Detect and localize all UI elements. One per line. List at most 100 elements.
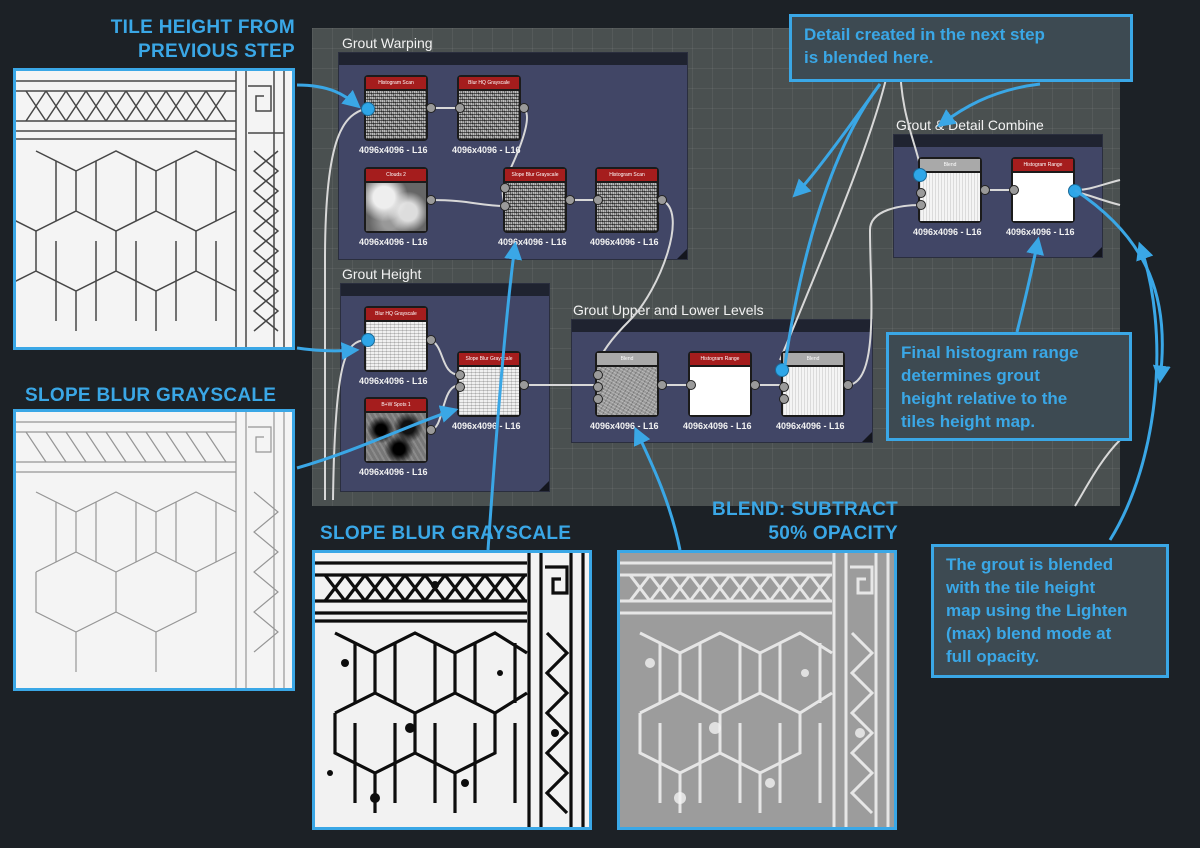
node-histogram-scan-2[interactable]: Histogram Scan bbox=[595, 167, 659, 233]
callout-grout-blended: The grout is blended with the tile heigh… bbox=[931, 544, 1169, 678]
node-thumbnail bbox=[690, 367, 750, 415]
node-output-port[interactable] bbox=[426, 195, 436, 205]
node-input-port-highlighted[interactable] bbox=[913, 168, 927, 182]
node-resolution-label: 4096x4096 - L16 bbox=[776, 421, 845, 431]
node-input-port[interactable] bbox=[593, 195, 603, 205]
node-thumbnail bbox=[920, 173, 980, 221]
node-blend-2[interactable]: Blend bbox=[781, 351, 845, 417]
node-blurhq-2[interactable]: Blur HQ Grayscale bbox=[364, 306, 428, 372]
node-resolution-label: 4096x4096 - L16 bbox=[452, 145, 521, 155]
node-output-port[interactable] bbox=[657, 380, 667, 390]
node-blend-3[interactable]: Blend bbox=[918, 157, 982, 223]
callout-line: The grout is blended bbox=[946, 555, 1114, 574]
node-title: Histogram Range bbox=[690, 353, 750, 365]
slope-blur-hard-map-preview bbox=[312, 550, 592, 830]
node-input-port[interactable] bbox=[916, 188, 926, 198]
node-title: Blend bbox=[783, 353, 843, 365]
node-title: Slope Blur Grayscale bbox=[459, 353, 519, 365]
node-histogram-range-1[interactable]: Histogram Range bbox=[688, 351, 752, 417]
frame-title-grout-warping: Grout Warping bbox=[342, 35, 433, 51]
celtic-knot-pattern bbox=[16, 412, 285, 688]
node-thumbnail bbox=[597, 367, 657, 415]
node-input-port-highlighted[interactable] bbox=[775, 363, 789, 377]
node-title: Blend bbox=[597, 353, 657, 365]
node-input-port[interactable] bbox=[455, 370, 465, 380]
node-output-port[interactable] bbox=[426, 335, 436, 345]
callout-slope-blur-bottom: SLOPE BLUR GRAYSCALE bbox=[320, 523, 572, 544]
node-output-port[interactable] bbox=[565, 195, 575, 205]
node-title: Slope Blur Grayscale bbox=[505, 169, 565, 181]
node-output-port[interactable] bbox=[426, 103, 436, 113]
node-input-port-highlighted[interactable] bbox=[361, 333, 375, 347]
node-title: Histogram Scan bbox=[366, 77, 426, 89]
node-input-port[interactable] bbox=[593, 370, 603, 380]
node-blend-1[interactable]: Blend bbox=[595, 351, 659, 417]
node-input-port[interactable] bbox=[779, 394, 789, 404]
celtic-knot-pattern bbox=[315, 553, 585, 827]
node-thumbnail bbox=[366, 91, 426, 139]
node-resolution-label: 4096x4096 - L16 bbox=[359, 237, 428, 247]
node-thumbnail bbox=[505, 183, 565, 231]
callout-line: determines grout bbox=[901, 366, 1040, 385]
node-output-port[interactable] bbox=[519, 380, 529, 390]
node-resolution-label: 4096x4096 - L16 bbox=[359, 467, 428, 477]
node-input-port[interactable] bbox=[455, 103, 465, 113]
callout-line: with the tile height bbox=[946, 578, 1096, 597]
node-thumbnail bbox=[366, 322, 426, 370]
frame-resize-handle[interactable] bbox=[862, 432, 872, 442]
frame-resize-handle[interactable] bbox=[677, 249, 687, 259]
node-title: Blur HQ Grayscale bbox=[459, 77, 519, 89]
node-output-port[interactable] bbox=[426, 425, 436, 435]
node-title: Histogram Scan bbox=[597, 169, 657, 181]
node-input-port[interactable] bbox=[686, 380, 696, 390]
node-resolution-label: 4096x4096 - L16 bbox=[359, 145, 428, 155]
node-input-port[interactable] bbox=[779, 382, 789, 392]
callout-line: full opacity. bbox=[946, 647, 1040, 666]
callout-detail-next-step: Detail created in the next step is blend… bbox=[789, 14, 1133, 82]
node-output-port[interactable] bbox=[750, 380, 760, 390]
callout-line: 50% OPACITY bbox=[768, 523, 898, 544]
callout-line: (max) blend mode at bbox=[946, 624, 1112, 643]
node-clouds-2[interactable]: Clouds 2 bbox=[364, 167, 428, 233]
callout-line: Detail created in the next step bbox=[804, 25, 1045, 44]
frame-title-grout-levels: Grout Upper and Lower Levels bbox=[573, 302, 764, 318]
node-input-port[interactable] bbox=[916, 200, 926, 210]
celtic-knot-pattern bbox=[620, 553, 890, 827]
node-title: Blur HQ Grayscale bbox=[366, 308, 426, 320]
slope-blur-soft-map-preview bbox=[13, 409, 295, 691]
callout-final-histogram: Final histogram range determines grout h… bbox=[886, 332, 1132, 441]
node-bw-spots-1[interactable]: B+W Spots 1 bbox=[364, 397, 428, 463]
node-output-port-highlighted[interactable] bbox=[1068, 184, 1082, 198]
callout-tile-height: TILE HEIGHT FROM PREVIOUS STEP bbox=[95, 16, 295, 64]
node-input-port[interactable] bbox=[593, 382, 603, 392]
node-output-port[interactable] bbox=[519, 103, 529, 113]
node-input-port[interactable] bbox=[500, 183, 510, 193]
node-output-port[interactable] bbox=[980, 185, 990, 195]
callout-line: TILE HEIGHT FROM bbox=[110, 17, 295, 38]
callout-line: BLEND: SUBTRACT bbox=[711, 499, 898, 520]
frame-resize-handle[interactable] bbox=[539, 481, 549, 491]
node-input-port[interactable] bbox=[455, 382, 465, 392]
callout-slope-blur-left: SLOPE BLUR GRAYSCALE bbox=[25, 385, 277, 406]
node-thumbnail bbox=[783, 367, 843, 415]
node-thumbnail bbox=[459, 91, 519, 139]
blend-subtract-map-preview bbox=[617, 550, 897, 830]
node-title: B+W Spots 1 bbox=[366, 399, 426, 411]
callout-line: tiles height map. bbox=[901, 412, 1036, 431]
wire bbox=[430, 199, 506, 207]
node-slope-blur-2[interactable]: Slope Blur Grayscale bbox=[457, 351, 521, 417]
node-slope-blur-1[interactable]: Slope Blur Grayscale bbox=[503, 167, 567, 233]
node-input-port[interactable] bbox=[593, 394, 603, 404]
node-histogram-range-2[interactable]: Histogram Range bbox=[1011, 157, 1075, 223]
node-output-port[interactable] bbox=[843, 380, 853, 390]
node-input-port-highlighted[interactable] bbox=[361, 102, 375, 116]
node-blurhq-1[interactable]: Blur HQ Grayscale bbox=[457, 75, 521, 141]
callout-line: Final histogram range bbox=[901, 343, 1079, 362]
node-input-port[interactable] bbox=[500, 201, 510, 211]
frame-title-grout-height: Grout Height bbox=[342, 266, 422, 282]
node-resolution-label: 4096x4096 - L16 bbox=[1006, 227, 1075, 237]
node-title: Clouds 2 bbox=[366, 169, 426, 181]
node-thumbnail bbox=[597, 183, 657, 231]
node-output-port[interactable] bbox=[657, 195, 667, 205]
node-input-port[interactable] bbox=[1009, 185, 1019, 195]
